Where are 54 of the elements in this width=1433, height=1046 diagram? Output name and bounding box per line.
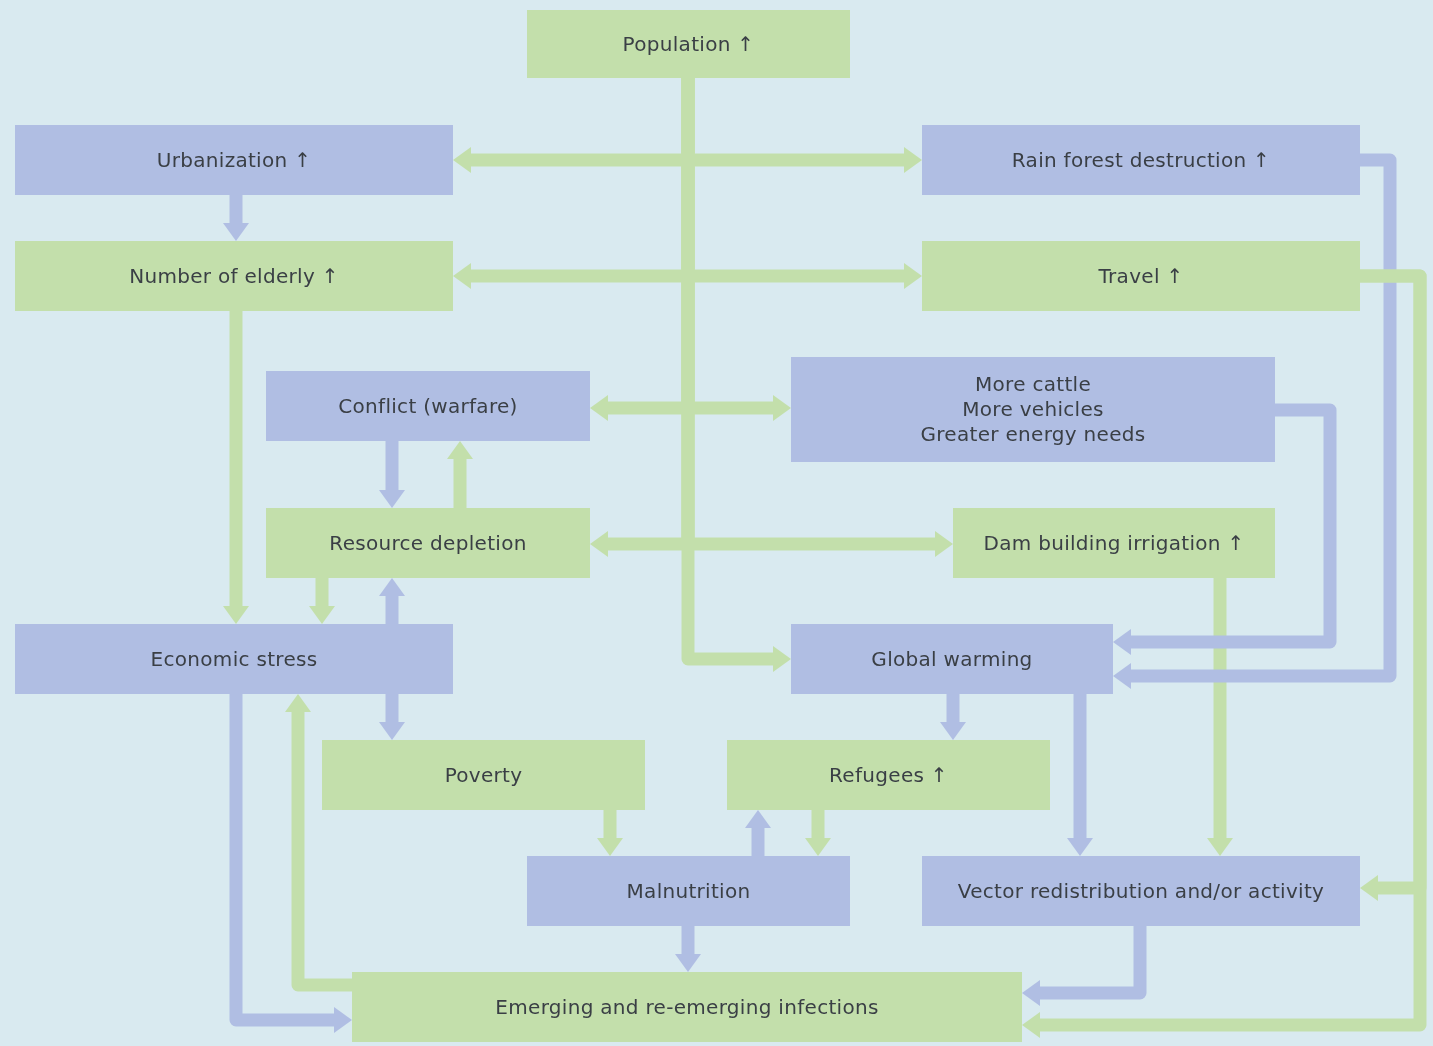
process-box — [791, 624, 1113, 694]
arrow — [1113, 403, 1337, 655]
node-text: Global warming — [871, 646, 1033, 672]
arrow — [745, 810, 771, 856]
process-box — [727, 740, 1050, 810]
arrow — [675, 926, 701, 972]
arrow — [1067, 694, 1093, 856]
node-text: More cattle — [974, 372, 1091, 397]
node-text: Rain forest destruction ↑ — [1011, 147, 1271, 173]
node-text: Malnutrition — [626, 878, 751, 904]
process-box — [922, 125, 1360, 195]
arrow — [223, 195, 249, 241]
arrow — [285, 694, 352, 992]
node-text: Economic stress — [150, 646, 318, 672]
process-box — [352, 972, 1022, 1042]
node-text: Urbanization ↑ — [156, 147, 312, 173]
process-box — [266, 508, 590, 578]
process-box — [266, 371, 590, 441]
arrow — [379, 694, 405, 740]
process-box — [15, 624, 453, 694]
node-text: Greater energy needs — [920, 422, 1146, 447]
arrow — [379, 578, 405, 624]
arrow — [229, 694, 352, 1033]
node-text: Refugees ↑ — [829, 762, 948, 788]
process-box — [527, 856, 850, 926]
arrow — [379, 441, 405, 508]
process-box — [15, 125, 453, 195]
arrow — [1022, 926, 1147, 1006]
process-box — [922, 856, 1360, 926]
process-box — [791, 357, 1275, 462]
node-text: Emerging and re-emerging infections — [495, 994, 879, 1020]
arrow — [223, 311, 249, 624]
arrow — [940, 694, 966, 740]
process-box — [322, 740, 645, 810]
arrow — [1022, 269, 1427, 1038]
arrow — [309, 578, 335, 624]
process-box — [15, 241, 453, 311]
arrow — [447, 441, 473, 508]
process-box — [953, 508, 1275, 578]
node-text: Poverty — [444, 762, 523, 788]
arrow — [1207, 578, 1233, 856]
node-text: Resource depletion — [329, 530, 527, 556]
node-text: Vector redistribution and/or activity — [957, 878, 1325, 904]
node-text: Number of elderly ↑ — [129, 263, 339, 289]
arrow — [597, 810, 623, 856]
process-box — [922, 241, 1360, 311]
node-text: Travel ↑ — [1098, 263, 1184, 289]
node-text: Dam building irrigation ↑ — [983, 530, 1245, 556]
arrow — [1113, 153, 1397, 689]
node-text: More vehicles — [962, 397, 1104, 422]
node-text: Conflict (warfare) — [338, 393, 518, 419]
process-box — [527, 10, 850, 78]
node-text: Population ↑ — [622, 31, 755, 57]
arrow — [805, 810, 831, 856]
